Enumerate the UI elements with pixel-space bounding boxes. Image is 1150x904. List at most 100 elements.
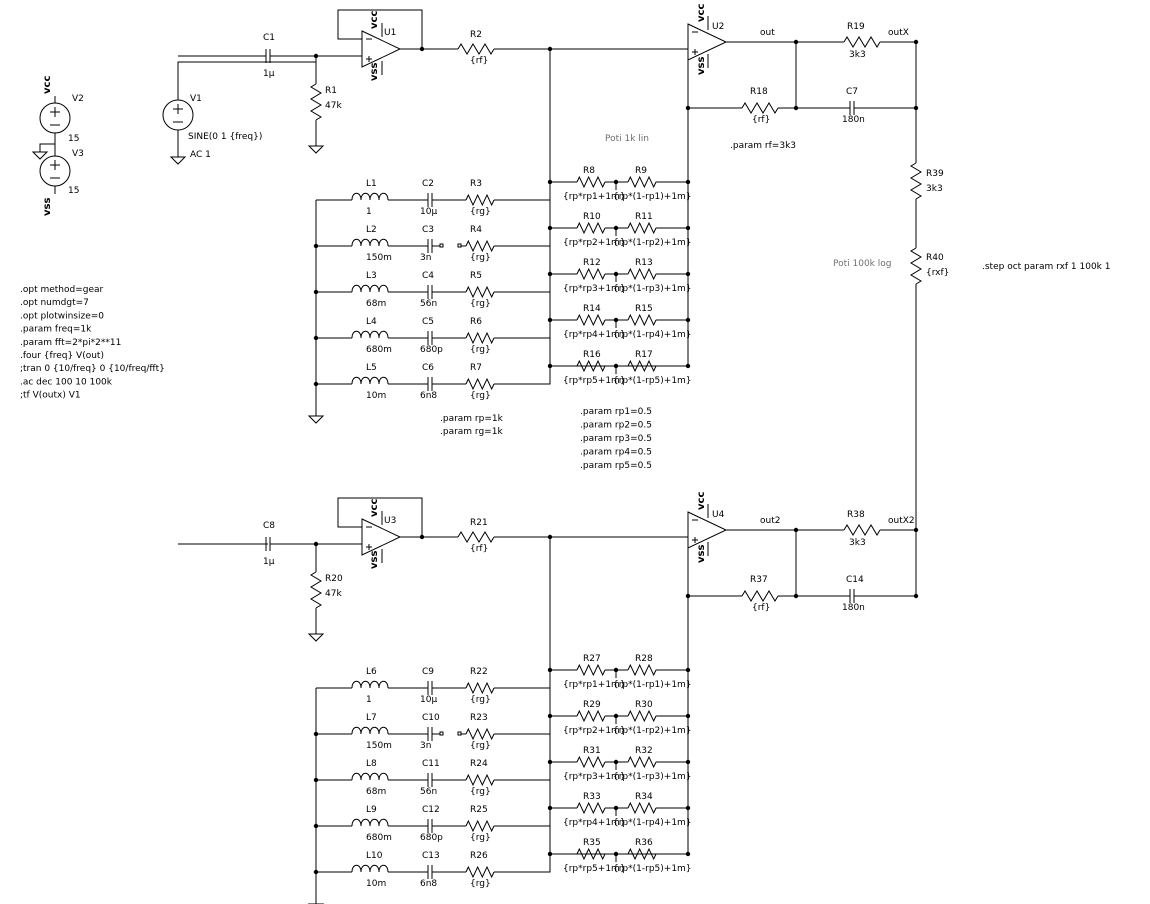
gain-resistor-value: {rg} <box>470 253 491 263</box>
r-f-value: {rf} <box>470 544 488 554</box>
directive-line: ;tran 0 {10/freq} 0 {10/freq/fft} <box>20 364 165 374</box>
capacitor-value: 3n <box>420 741 431 751</box>
top-equalizer: C11µR147kU1vccvssR2{rf}U2vccvssoutR193k3… <box>178 4 919 424</box>
directive-line: .param rp1=0.5 <box>580 407 652 417</box>
capacitor-value: 680p <box>420 345 443 355</box>
c-in-value: 1µ <box>263 557 275 567</box>
capacitor-name: C11 <box>422 759 440 769</box>
capacitor-value: 10µ <box>420 695 437 705</box>
capacitor-value: 6n8 <box>420 391 437 401</box>
directive-line: .param rp5=0.5 <box>580 461 652 471</box>
r-out-value: 3k3 <box>849 538 866 548</box>
pot-a-name: R35 <box>583 838 601 848</box>
pot-a-name: R27 <box>583 654 601 664</box>
gain-resistor-value: {rg} <box>470 345 491 355</box>
pot-a-value: {rp*rp3+1m} <box>563 284 626 294</box>
pot-b-value: {rp*(1-rp2)+1m} <box>613 726 692 736</box>
c-in-name: C1 <box>263 33 275 43</box>
directive-line: .param fft=2*pi*2**11 <box>20 338 121 348</box>
pot-a-value: {rp*rp2+1m} <box>563 726 626 736</box>
filter-branch: L9680mC12680pR25{rg}R33{rp*rp4+1m}R34{rp… <box>313 792 692 843</box>
c-in-value: 1µ <box>263 69 275 79</box>
capacitor-name: C13 <box>422 851 440 861</box>
pot-b-name: R36 <box>635 838 653 848</box>
c-in-name: C8 <box>263 521 275 531</box>
vcc-rail-label: vcc <box>42 76 53 94</box>
filter-branch: L61C910µR22{rg}R27{rp*rp1+1m}R28{rp*(1-r… <box>316 654 692 705</box>
pot-b-name: R15 <box>635 304 653 314</box>
pot-b-name: R17 <box>635 350 653 360</box>
directive-line: .param rp2=0.5 <box>580 421 652 431</box>
inductor-name: L5 <box>366 363 377 373</box>
directive-line: .param rp=1k <box>440 414 504 424</box>
capacitor-name: C9 <box>422 667 434 677</box>
directive-line: .param rp4=0.5 <box>580 448 652 458</box>
vss-rail-label: vss <box>696 545 707 563</box>
inductor-name: L9 <box>366 805 377 815</box>
pot-b-name: R9 <box>635 166 647 176</box>
pot-a-value: {rp*rp3+1m} <box>563 772 626 782</box>
net-out-label: out <box>760 28 775 38</box>
filter-branch: L1010mC136n8R26{rg}R35{rp*rp5+1m}R36{rp*… <box>313 838 692 889</box>
gain-resistor-value: {rg} <box>470 879 491 889</box>
inductor-value: 1 <box>366 207 372 217</box>
gain-resistor-value: {rg} <box>470 695 491 705</box>
pot-b-value: {rp*(1-rp3)+1m} <box>613 284 692 294</box>
directive-line: .param freq=1k <box>20 325 92 335</box>
pot-a-name: R31 <box>583 746 601 756</box>
buffer-ref: U1 <box>384 28 396 38</box>
pot-a-name: R14 <box>583 304 601 314</box>
net-outx-label: outX <box>888 28 909 38</box>
pot-a-value: {rp*rp5+1m} <box>563 864 626 874</box>
inductor-name: L1 <box>366 179 377 189</box>
v1-name: V1 <box>190 94 202 104</box>
inductor-value: 150m <box>366 741 392 751</box>
capacitor-value: 56n <box>420 299 437 309</box>
filter-branch: L11C210µR3{rg}R8{rp*rp1+1m}R9{rp*(1-rp1)… <box>316 166 692 217</box>
gain-resistor-value: {rg} <box>470 741 491 751</box>
r-fb-name: R18 <box>750 87 768 97</box>
directive-line: ;tf V(outx) V1 <box>20 391 81 401</box>
filter-branch: L4680mC5680pR6{rg}R14{rp*rp4+1m}R15{rp*(… <box>313 304 692 355</box>
r-out-name: R38 <box>847 510 865 520</box>
gain-resistor-name: R24 <box>470 759 488 769</box>
capacitor-name: C3 <box>422 225 434 235</box>
capacitor-name: C5 <box>422 317 434 327</box>
pot-a-name: R8 <box>583 166 595 176</box>
vss-rail-label: vss <box>42 198 53 216</box>
inductor-name: L10 <box>366 851 383 861</box>
capacitor-value: 10µ <box>420 207 437 217</box>
vss-rail-label: vss <box>696 57 707 75</box>
inductor-name: L4 <box>366 317 377 327</box>
inductor-name: L3 <box>366 271 377 281</box>
pot-b-name: R30 <box>635 700 653 710</box>
filter-branch: L510mC66n8R7{rg}R16{rp*rp5+1m}R17{rp*(1-… <box>313 350 692 401</box>
inductor-name: L8 <box>366 759 377 769</box>
poti-log-label: Poti 100k log <box>833 259 891 269</box>
c-fb-name: C7 <box>846 87 858 97</box>
opamp-ref: U4 <box>712 510 725 520</box>
gain-resistor-name: R25 <box>470 805 488 815</box>
pot-a-name: R29 <box>583 700 601 710</box>
inductor-name: L6 <box>366 667 377 677</box>
r-fb-value: {rf} <box>752 115 770 125</box>
directive-line: .opt numdgt=7 <box>20 298 89 308</box>
gain-resistor-name: R6 <box>470 317 482 327</box>
poti-lin-label: Poti 1k lin <box>605 134 649 144</box>
pot-a-name: R33 <box>583 792 601 802</box>
r-fb-value: {rf} <box>752 603 770 613</box>
pot-b-value: {rp*(1-rp2)+1m} <box>613 238 692 248</box>
vss-rail-label: vss <box>369 63 380 81</box>
pot-a-value: {rp*rp5+1m} <box>563 376 626 386</box>
pot-b-value: {rp*(1-rp5)+1m} <box>613 864 692 874</box>
v2-name: V2 <box>72 94 84 104</box>
r-f-value: {rf} <box>470 56 488 66</box>
gain-resistor-name: R4 <box>470 225 482 235</box>
capacitor-name: C4 <box>422 271 434 281</box>
pot-b-name: R32 <box>635 746 653 756</box>
capacitor-name: C12 <box>422 805 440 815</box>
inductor-value: 1 <box>366 695 372 705</box>
